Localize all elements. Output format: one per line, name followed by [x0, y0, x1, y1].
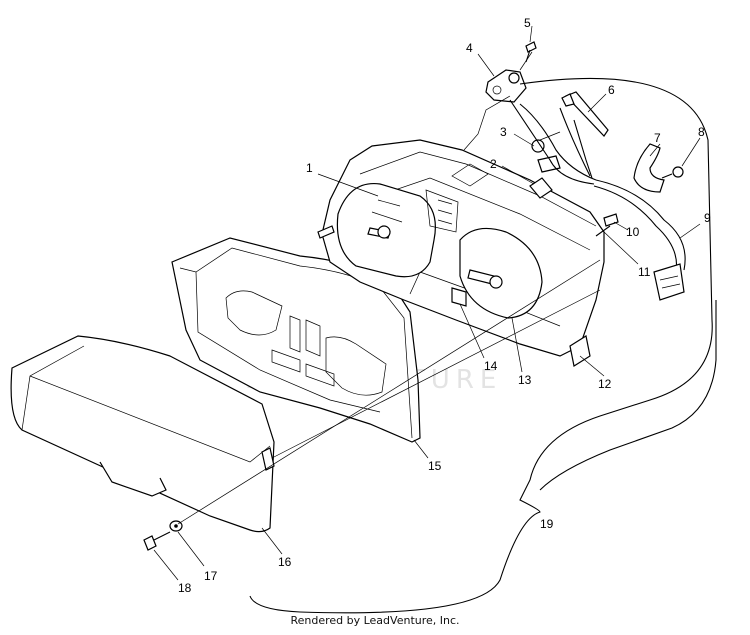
callout-18: 18 [178, 581, 192, 595]
callout-15: 15 [428, 459, 442, 473]
callout-5: 5 [524, 16, 531, 30]
assembly-guide-lines [177, 51, 601, 525]
part-18-screw [143, 531, 171, 551]
part-2-socket [529, 155, 561, 199]
part-8-clamp [661, 166, 684, 179]
callout-13: 13 [518, 373, 532, 387]
callout-17: 17 [204, 569, 218, 583]
part-3-bulb [531, 131, 561, 153]
callout-8: 8 [698, 125, 705, 139]
part-6-sensor [561, 91, 609, 137]
callout-9: 9 [704, 211, 711, 225]
callout-4: 4 [466, 41, 473, 55]
callout-14: 14 [484, 359, 498, 373]
callout-19: 19 [540, 517, 554, 531]
part-10-clip [603, 213, 619, 227]
rendered-by-credit: Rendered by LeadVenture, Inc. [290, 614, 460, 627]
callout-10: 10 [626, 225, 640, 239]
callout-2: 2 [490, 157, 497, 171]
callout-11: 11 [638, 265, 651, 279]
part-1-gauge-face [317, 182, 543, 319]
leader-lines [153, 25, 701, 581]
callout-7: 7 [654, 131, 661, 145]
callout-16: 16 [278, 555, 292, 569]
part-11-screw [595, 225, 611, 237]
bracket-19 [249, 77, 713, 614]
part-16-outer-cover [10, 335, 275, 533]
part-9-wiring-harness [509, 99, 686, 301]
callout-3: 3 [500, 125, 507, 139]
callout-1: 1 [306, 161, 313, 175]
callout-labels: 1 2 3 4 5 6 7 8 9 10 11 12 13 14 15 16 1… [178, 16, 711, 595]
bracket-19-upper [539, 300, 717, 491]
part-7-hose [633, 143, 665, 193]
part-4-bracket [485, 69, 527, 103]
callout-6: 6 [608, 83, 615, 97]
callout-12: 12 [598, 377, 612, 391]
